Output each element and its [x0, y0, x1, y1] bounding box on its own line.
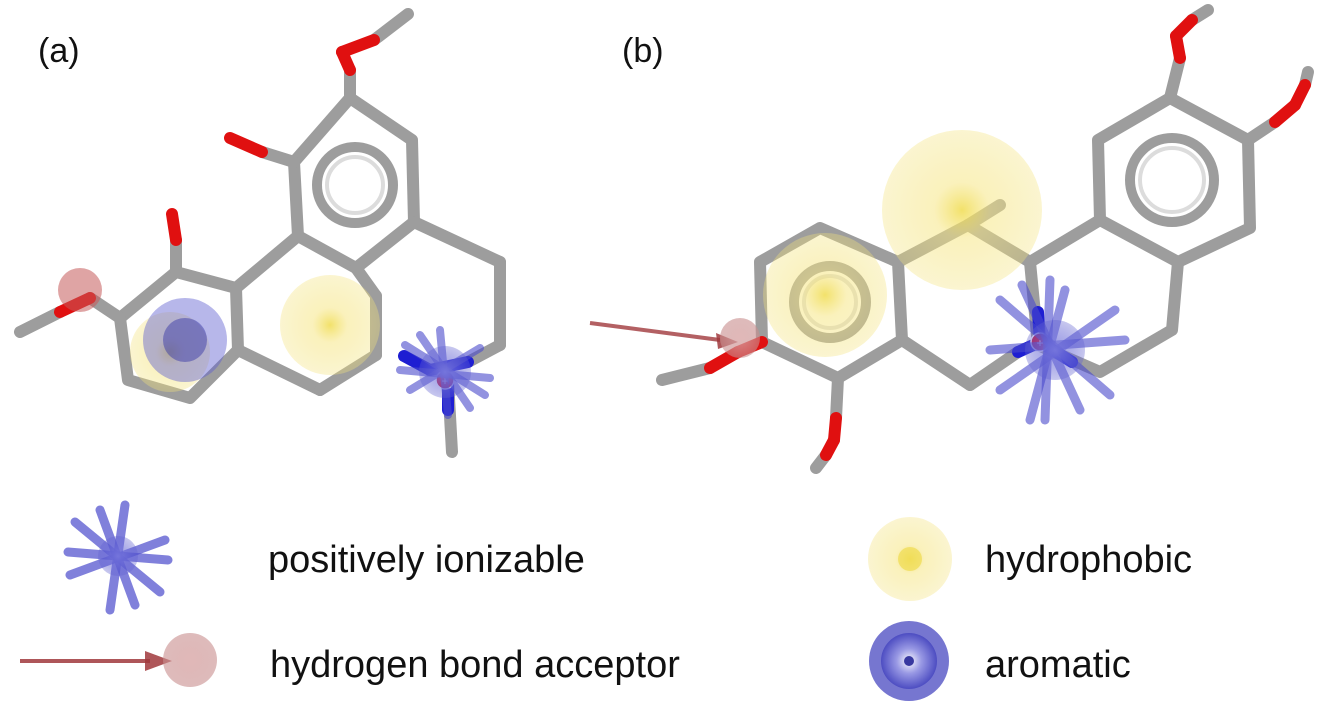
legend-label-hydrophobic: hydrophobic	[985, 539, 1192, 581]
acceptor-sphere	[720, 318, 760, 358]
legend-label-positively-ionizable: positively ionizable	[268, 539, 585, 581]
hydrophobic-sphere	[763, 233, 887, 357]
positively-ionizable-sphere	[98, 536, 138, 576]
legend-label-hydrogen-bond-acceptor: hydrogen bond acceptor	[270, 644, 680, 686]
aromatic-ring-feature	[163, 318, 207, 362]
legend-label-aromatic: aromatic	[985, 644, 1131, 686]
features-b	[589, 130, 1130, 425]
acceptor-sphere	[58, 268, 102, 312]
hydrogen-bond-acceptor-arrowhead	[145, 651, 172, 671]
hydrophobic-core	[898, 547, 922, 571]
ionizable-sphere	[419, 346, 471, 398]
aromatic-icon-center	[904, 656, 914, 666]
hydrophobic-sphere	[280, 275, 380, 375]
acceptor-arrow	[589, 321, 721, 342]
hydrophobic-sphere	[882, 130, 1042, 290]
panel-label-b: (b)	[622, 32, 664, 70]
ionizable-sphere	[1025, 320, 1085, 380]
hydrogen-bond-acceptor-sphere	[163, 633, 217, 687]
features-a	[58, 268, 494, 419]
panel-label-a: (a)	[38, 32, 80, 70]
legend: positively ionizable hydrogen bond accep…	[20, 500, 1192, 701]
